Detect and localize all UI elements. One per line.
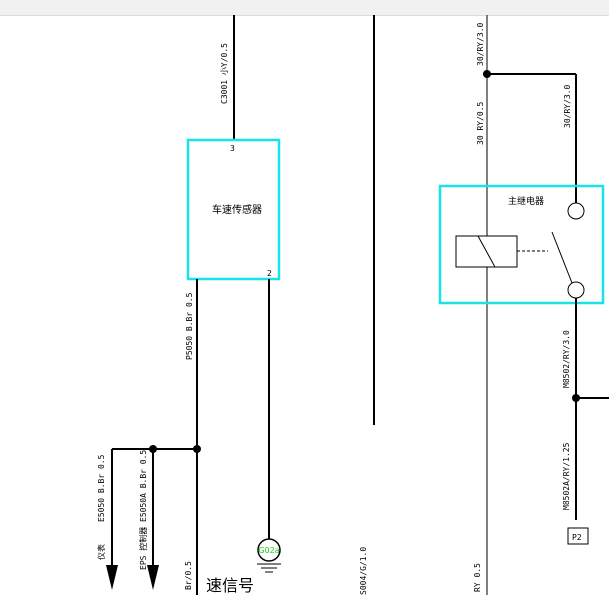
relay-contact-top bbox=[567, 202, 585, 220]
wire-label-branch-a: E5050 B.Br 0.5 bbox=[97, 454, 106, 522]
label-eps: EPS 控制器 bbox=[138, 527, 148, 570]
speed-sensor-pin-2: 2 bbox=[267, 269, 272, 278]
wire-label-relay-top-b: 30 RY/0.5 bbox=[476, 101, 485, 145]
relay-coil-diagonal bbox=[477, 235, 496, 268]
connector-p2[interactable] bbox=[567, 527, 589, 545]
top-toolbar-strip bbox=[0, 0, 609, 16]
connector-p2-label: P2 bbox=[572, 533, 582, 542]
wire-label-middle-bottom: S004/G/1.0 bbox=[359, 547, 368, 595]
relay-box[interactable] bbox=[438, 184, 605, 305]
ground-terminal[interactable] bbox=[257, 538, 281, 562]
wire-label-relay-top-right: 30/RY/3.0 bbox=[563, 84, 572, 128]
label-signal: 速信号 bbox=[206, 576, 254, 595]
speed-sensor-box[interactable] bbox=[186, 138, 281, 281]
wire-label-relay-bottom-b: M8502A/RY/1.25 bbox=[562, 442, 571, 510]
ground-label: G02a bbox=[258, 546, 279, 555]
speed-sensor-pin-3: 3 bbox=[230, 144, 235, 153]
relay-switch-arm bbox=[551, 231, 573, 284]
junction-dot bbox=[193, 445, 201, 453]
relay-contact-bottom bbox=[567, 281, 585, 299]
arrow-down-icon bbox=[106, 565, 118, 590]
arrow-down-icon bbox=[147, 565, 159, 590]
speed-sensor-label: 车速传感器 bbox=[212, 203, 262, 216]
wire-label-branch-b: E5050A B.Br 0.5 bbox=[139, 450, 148, 522]
label-meter: 仪表 bbox=[96, 544, 106, 560]
wire-label-relay-bottom: M8502/RY/3.0 bbox=[562, 330, 571, 388]
wire-label-relay-top-a: 30/RY/3.0 bbox=[476, 22, 485, 66]
wire-label-top-sensor: C3001 小Y/0.5 bbox=[220, 43, 229, 104]
wire-label-bottom-right: RY 0.5 bbox=[473, 563, 482, 592]
wire-label-bottom-left: Br/0.5 bbox=[184, 561, 193, 590]
relay-label: 主继电器 bbox=[508, 195, 544, 207]
wire-label-sensor-lower: P5050 B.Br 0.5 bbox=[185, 292, 194, 360]
